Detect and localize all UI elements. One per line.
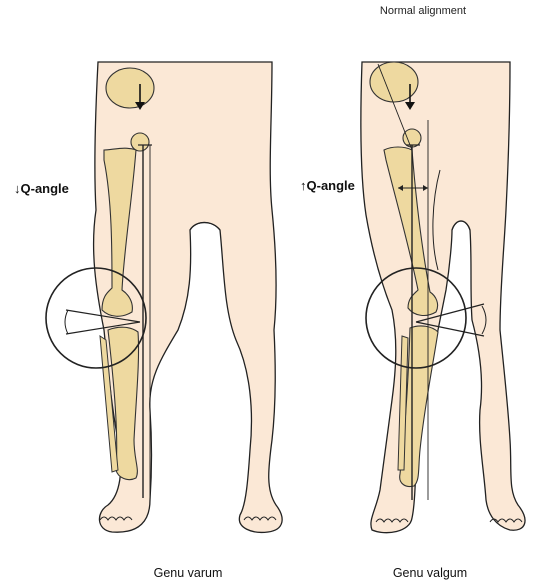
valgum-q-angle-label: ↑Q-angle <box>300 178 355 193</box>
varum-hip-bone <box>106 68 154 108</box>
valgum-femoral-head <box>403 129 421 147</box>
varum-caption: Genu varum <box>154 566 223 580</box>
valgum-caption: Genu valgum <box>393 566 467 580</box>
varum-angle-arc <box>65 310 68 334</box>
valgum-legs-skin <box>361 62 525 533</box>
varum-femoral-head <box>131 133 149 151</box>
genu-varum-figure: ↓Q-angle Genu varum <box>14 62 282 580</box>
normal-alignment-label: Normal alignment <box>380 5 466 17</box>
genu-valgum-figure: ↑Q-angle Genu valgum <box>300 62 525 580</box>
varum-q-angle-label: ↓Q-angle <box>14 181 69 196</box>
